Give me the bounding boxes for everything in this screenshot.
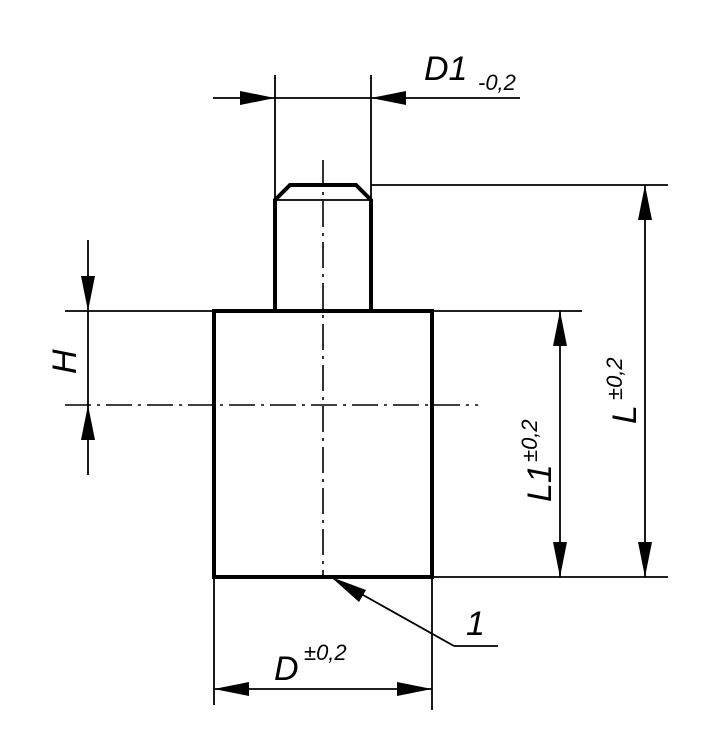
- l1-label: L1: [521, 464, 559, 502]
- dimension-d1: D1 -0,2: [213, 50, 520, 200]
- stud-outline: [273, 183, 373, 311]
- callout-number: 1: [466, 605, 485, 643]
- l1-tolerance: ±0,2: [517, 419, 542, 462]
- dimension-h: H: [46, 240, 275, 475]
- d-tolerance: ±0,2: [304, 640, 347, 665]
- l-tolerance: ±0,2: [602, 357, 627, 400]
- d1-tolerance: -0,2: [478, 70, 516, 95]
- dimension-d: D ±0,2: [213, 577, 433, 710]
- h-label: H: [46, 349, 84, 374]
- body-outline: [212, 309, 434, 579]
- dimension-l1: L1 ±0,2: [432, 310, 582, 577]
- d1-label: D1: [424, 50, 467, 88]
- d-label: D: [274, 650, 299, 688]
- dimension-l: L ±0,2: [371, 184, 668, 578]
- l-label: L: [606, 405, 644, 424]
- callout-1: 1: [330, 576, 498, 647]
